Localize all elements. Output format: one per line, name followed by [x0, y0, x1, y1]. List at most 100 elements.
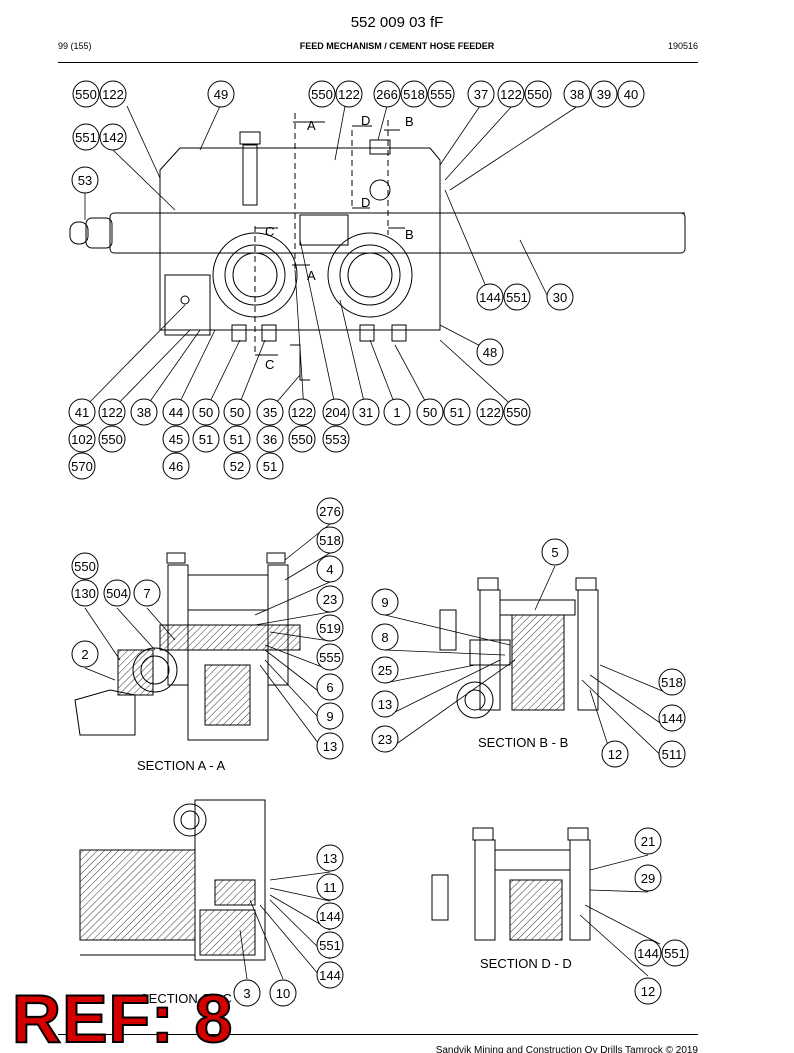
cut-label: A [307, 268, 316, 283]
callout-bubble [192, 398, 220, 426]
callout-bubble [371, 623, 399, 651]
callout-bubble [68, 452, 96, 480]
callout-number: 4 [326, 562, 333, 577]
cut-label: C [265, 357, 274, 372]
callout-bubble [103, 579, 131, 607]
footer-rule [58, 1034, 698, 1035]
callout-number: 553 [325, 432, 347, 447]
callout-bubble [634, 827, 662, 855]
callout-bubble [503, 283, 531, 311]
callout-bubble [634, 977, 662, 1005]
callout-bubble [316, 902, 344, 930]
callout-bubble [658, 668, 686, 696]
callout-bubble [443, 398, 471, 426]
callout-bubble [316, 732, 344, 760]
callout-number: 2 [81, 647, 88, 662]
callout-number: 122 [101, 405, 123, 420]
callout-bubble [503, 398, 531, 426]
callout-number: 555 [430, 87, 452, 102]
callout-number: 30 [553, 290, 567, 305]
callout-number: 102 [71, 432, 93, 447]
callout-bubble [71, 640, 99, 668]
callout-bubble [316, 497, 344, 525]
callout-bubble [98, 398, 126, 426]
cut-label: D [361, 113, 370, 128]
callout-bubble [256, 398, 284, 426]
callout-number: 13 [378, 697, 392, 712]
callout-number: 11 [323, 880, 337, 895]
callout-number: 550 [311, 87, 333, 102]
callout-bubble [223, 425, 251, 453]
callout-bubble [383, 398, 411, 426]
cut-label: C [265, 224, 274, 239]
section-title: SECTION B - B [478, 735, 568, 750]
callout-bubble [617, 80, 645, 108]
callout-bubble [371, 588, 399, 616]
callout-number: 21 [641, 834, 655, 849]
callout-number: 13 [323, 739, 337, 754]
callout-number: 36 [263, 432, 277, 447]
callout-number: 570 [71, 459, 93, 474]
callout-bubble [256, 425, 284, 453]
callout-bubble [308, 80, 336, 108]
callout-number: 23 [323, 592, 337, 607]
callout-bubble [288, 398, 316, 426]
callout-number: 12 [641, 984, 655, 999]
section-b-b-drawing [439, 577, 599, 719]
callout-bubble [352, 398, 380, 426]
callout-bubble [546, 283, 574, 311]
callout-number: 39 [597, 87, 611, 102]
callout-number: 44 [169, 405, 183, 420]
callout-bubble [476, 283, 504, 311]
section-a-a-drawing [74, 552, 301, 741]
callout-bubble [658, 740, 686, 768]
callout-bubble [98, 425, 126, 453]
callout-number: 550 [527, 87, 549, 102]
callout-bubble [99, 80, 127, 108]
callout-bubble [601, 740, 629, 768]
callout-number: 550 [101, 432, 123, 447]
cut-label: B [405, 114, 414, 129]
callout-number: 13 [323, 851, 337, 866]
callout-number: 10 [276, 986, 290, 1001]
callout-bubble [476, 338, 504, 366]
callout-bubble [316, 614, 344, 642]
footer-copyright: Sandvik Mining and Construction Oy Drill… [435, 1045, 698, 1053]
callout-bubble [476, 398, 504, 426]
callout-number: 45 [169, 432, 183, 447]
callout-number: 35 [263, 405, 277, 420]
header-rule [58, 62, 698, 63]
callout-bubble [71, 579, 99, 607]
callout-bubble [233, 979, 261, 1007]
callout-number: 1 [393, 405, 400, 420]
callout-bubble [72, 80, 100, 108]
callout-number: 122 [338, 87, 360, 102]
callout-number: 53 [78, 173, 92, 188]
callout-bubble [133, 579, 161, 607]
callout-number: 49 [214, 87, 228, 102]
callout-number: 518 [319, 533, 341, 548]
callout-number: 51 [199, 432, 213, 447]
callout-number: 550 [291, 432, 313, 447]
callout-bubble [316, 844, 344, 872]
callout-bubble [162, 425, 190, 453]
section-c-c-drawing [79, 799, 266, 961]
document-number: 552 009 03 fF [350, 14, 444, 31]
callout-bubble [316, 702, 344, 730]
callout-number: 551 [506, 290, 528, 305]
callout-bubble [400, 80, 428, 108]
callout-number: 23 [378, 732, 392, 747]
callout-number: 122 [479, 405, 501, 420]
callout-bubble [162, 452, 190, 480]
callout-number: 31 [359, 405, 373, 420]
callout-bubble [316, 526, 344, 554]
callout-number: 12 [608, 747, 622, 762]
callout-bubble [373, 80, 401, 108]
callout-number: 5 [551, 545, 558, 560]
callout-number: 8 [381, 630, 388, 645]
callout-number: 511 [662, 747, 683, 762]
callout-number: 519 [319, 621, 341, 636]
callout-number: 204 [325, 405, 347, 420]
